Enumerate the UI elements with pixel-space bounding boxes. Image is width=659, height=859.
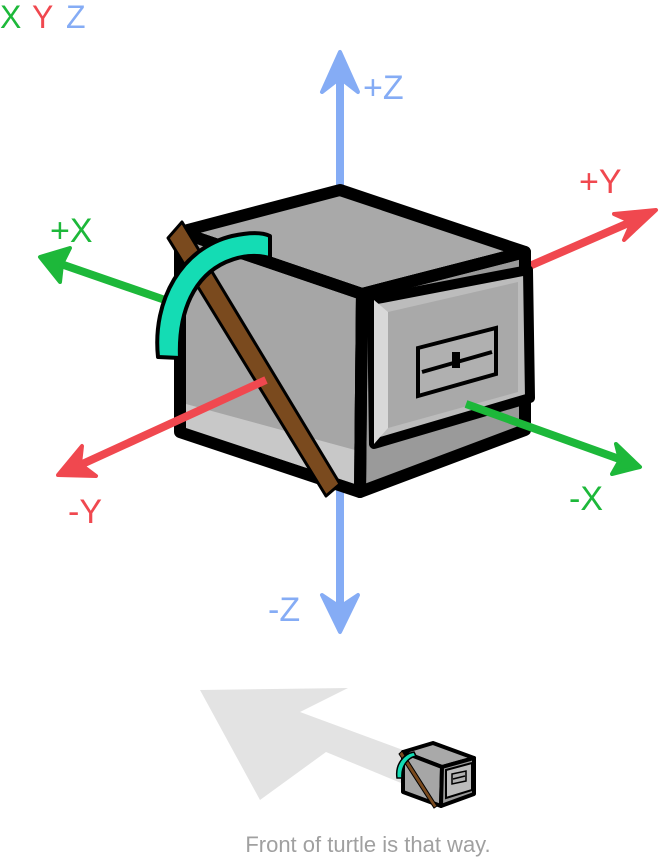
- turtle-side-panel: [367, 265, 535, 449]
- minus-x-axis-arrow: [464, 400, 642, 476]
- pickaxe-icon: [155, 220, 342, 498]
- legend-z: Z: [66, 0, 86, 35]
- axis-label-minus-x: -X: [569, 480, 603, 518]
- axis-label-plus-y: +Y: [579, 163, 622, 201]
- caption-text: Front of turtle is that way.: [245, 832, 490, 857]
- axis-label-plus-z: +Z: [363, 69, 404, 107]
- pickaxe-handle: [166, 220, 342, 498]
- minus-y-axis-arrow: [56, 376, 268, 478]
- pickaxe-head: [155, 231, 272, 360]
- front-direction-arrow: [200, 688, 430, 800]
- turtle-small: [395, 741, 476, 809]
- axis-label-plus-x: +X: [50, 212, 93, 250]
- legend-y: Y: [32, 0, 53, 35]
- axis-label-minus-z: -Z: [268, 591, 300, 629]
- plus-y-axis-arrow: [523, 208, 658, 272]
- legend-x: X: [0, 0, 21, 35]
- axis-label-minus-y: -Y: [68, 493, 102, 531]
- plus-x-axis-arrow: [38, 246, 167, 304]
- minus-z-axis-arrow: [320, 490, 360, 634]
- turtle-large: [155, 184, 535, 498]
